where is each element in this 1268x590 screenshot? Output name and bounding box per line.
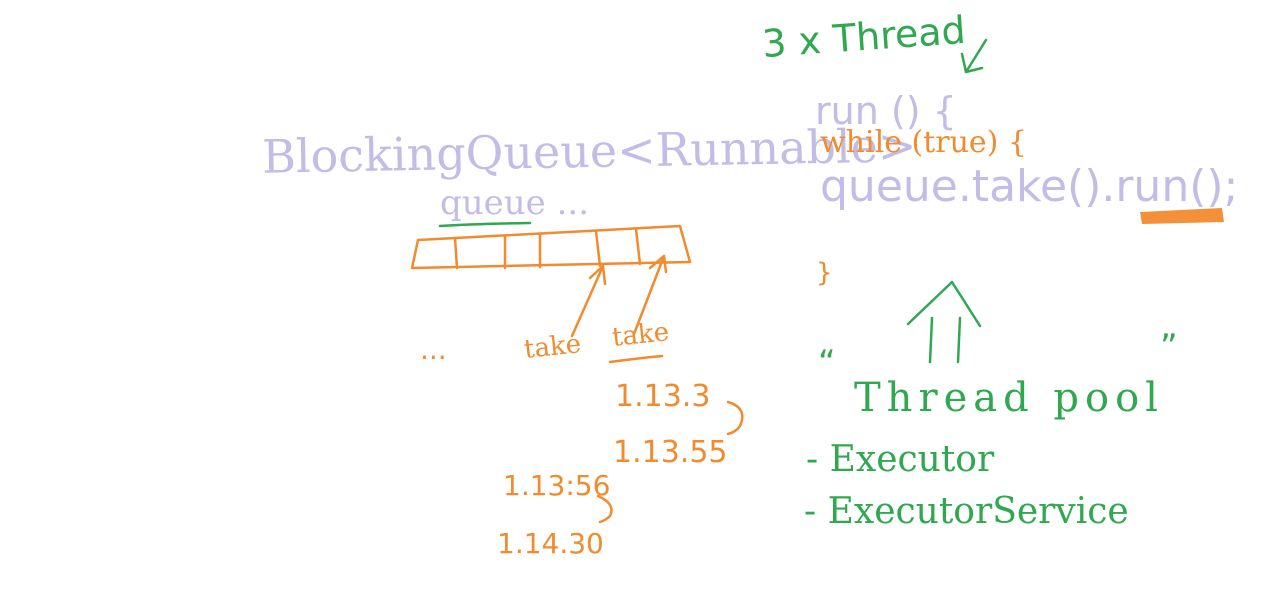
close-brace: } <box>816 258 833 288</box>
pool-up-arrow <box>906 280 982 364</box>
timing-3: 1.13:56 <box>503 469 611 502</box>
run-line: run () { <box>815 89 957 133</box>
queue-dots-label: ... <box>420 333 447 366</box>
timing-4: 1.14.30 <box>497 527 604 560</box>
pool-open-quote: “ <box>818 343 836 383</box>
queue-var-label: queue ... <box>440 183 590 223</box>
take-underline <box>608 354 664 364</box>
take-label-2: take <box>610 317 671 353</box>
timing-brackets <box>596 400 744 524</box>
take-arrows <box>570 254 668 338</box>
queue-underline <box>438 221 532 228</box>
take-line: queue.take().run(); <box>820 161 1239 212</box>
pool-item-executor: - Executor <box>806 439 995 480</box>
while-line: while (true) { <box>820 125 1027 160</box>
thread-arrow <box>960 38 988 74</box>
run-highlight <box>1140 208 1224 224</box>
pool-title: Thread pool <box>854 375 1164 421</box>
timing-1: 1.13.3 <box>615 379 711 414</box>
pool-close-quote: ” <box>1160 327 1178 367</box>
pool-item-executor-service: - ExecutorService <box>804 491 1129 532</box>
timing-2: 1.13.55 <box>613 435 728 470</box>
take-label-1: take <box>522 329 583 365</box>
queue-box <box>410 224 692 270</box>
